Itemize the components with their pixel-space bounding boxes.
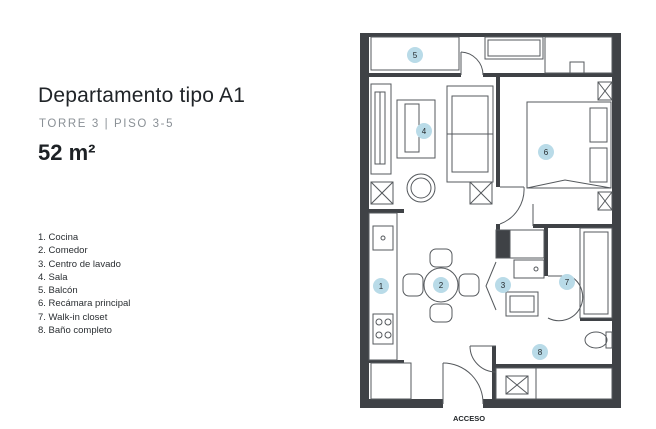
legend-item-sala: 4. Sala <box>38 271 68 283</box>
legend-item-bano-completo: 8. Baño completo <box>38 325 112 337</box>
room-markers: 5 4 6 1 2 3 7 8 <box>373 47 575 360</box>
marker-8 <box>532 344 548 360</box>
marker-label-4: 4 <box>422 127 427 136</box>
unit-area: 52 m² <box>38 140 96 165</box>
unit-title: Departamento tipo A1 <box>38 84 246 107</box>
marker-label-3: 3 <box>501 281 506 290</box>
balcony-railing <box>370 36 613 74</box>
laundry-fixtures <box>485 229 545 317</box>
legend-item-recamara-principal: 6. Recámara principal <box>38 298 131 310</box>
closet-shelving <box>579 227 613 319</box>
marker-5 <box>407 47 423 63</box>
marker-7 <box>559 274 575 290</box>
marker-label-5: 5 <box>413 51 418 60</box>
living-room-furniture <box>370 83 494 205</box>
entrance-label: ACCESO <box>453 414 485 423</box>
legend-item-balcon: 5. Balcón <box>38 285 78 297</box>
kitchen-fixtures <box>368 212 412 400</box>
marker-3 <box>495 277 511 293</box>
bedroom-furniture <box>526 81 613 211</box>
marker-1 <box>373 278 389 294</box>
marker-6 <box>538 144 554 160</box>
interior-walls <box>369 73 612 399</box>
legend-item-walk-in-closet: 7. Walk-in closet <box>38 311 108 323</box>
marker-4 <box>416 123 432 139</box>
marker-label-6: 6 <box>544 148 549 157</box>
doors <box>442 51 584 405</box>
dining-table <box>402 248 480 323</box>
legend-item-cocina: 1. Cocina <box>38 232 79 243</box>
marker-label-1: 1 <box>379 282 384 291</box>
bathroom-fixtures <box>495 331 613 400</box>
tower-floor-subtitle: TORRE 3 | PISO 3-5 <box>39 118 175 130</box>
legend-item-comedor: 2. Comedor <box>38 245 88 257</box>
marker-2 <box>433 277 449 293</box>
marker-label-7: 7 <box>565 278 570 287</box>
legend-item-centro-de-lavado: 3. Centro de lavado <box>38 258 121 270</box>
marker-label-2: 2 <box>439 281 444 290</box>
marker-label-8: 8 <box>538 348 543 357</box>
room-legend: 1. Cocina 2. Comedor 3. Centro de lavado… <box>38 231 130 337</box>
outer-walls <box>360 33 621 408</box>
